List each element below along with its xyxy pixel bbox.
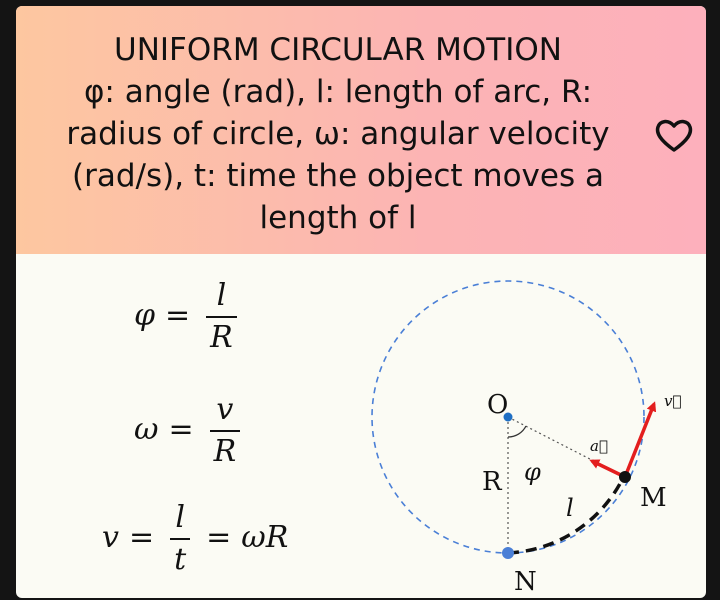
- label-R: R: [482, 467, 503, 497]
- fraction-bar: [206, 316, 237, 318]
- card-header: UNIFORM CIRCULAR MOTION φ: angle (rad), …: [16, 6, 706, 254]
- label-M: M: [640, 483, 667, 513]
- traveled-arc: [507, 479, 624, 555]
- title-line: UNIFORM CIRCULAR MOTION: [114, 32, 562, 68]
- heart-outline-icon: [655, 119, 693, 152]
- formula-rhs: ωR: [241, 520, 289, 555]
- fraction-bar: [170, 538, 191, 540]
- point-N: [502, 547, 514, 559]
- numerator: l: [216, 278, 227, 313]
- equals-sign: =: [168, 412, 194, 447]
- label-O: O: [487, 390, 508, 420]
- circular-motion-diagram: O N M R φ l a⃗ v⃗: [371, 280, 681, 597]
- label-angle: φ: [524, 458, 541, 486]
- denominator: R: [213, 434, 237, 469]
- fraction-bar: [209, 430, 241, 432]
- lesson-card: UNIFORM CIRCULAR MOTION φ: angle (rad), …: [16, 6, 706, 598]
- denominator: R: [210, 320, 233, 355]
- label-acceleration: a⃗: [590, 437, 608, 455]
- radius-line-OM: [507, 416, 626, 478]
- denominator: t: [174, 542, 187, 577]
- numerator: v: [216, 392, 234, 427]
- formula-lhs: v: [102, 520, 119, 555]
- equals-sign: =: [165, 298, 191, 333]
- title-line: radius of circle, ω: angular velocity: [66, 116, 610, 152]
- formula-lhs: ω: [134, 412, 159, 447]
- label-arc-length: l: [566, 494, 574, 522]
- label-N: N: [514, 567, 537, 597]
- formula-lhs: φ: [134, 298, 156, 333]
- favorite-button[interactable]: [652, 114, 696, 158]
- equals-sign: =: [206, 520, 232, 555]
- point-O: [503, 412, 513, 422]
- acceleration-vector: [589, 459, 626, 479]
- label-velocity: v⃗: [664, 392, 681, 410]
- title-line: length of l: [259, 200, 417, 236]
- numerator: l: [175, 500, 185, 535]
- angle-arc: [507, 425, 527, 438]
- velocity-vector: [623, 401, 657, 478]
- equals-sign: =: [128, 520, 155, 555]
- title-line: (rad/s), t: time the object moves a: [72, 158, 604, 194]
- title-line: φ: angle (rad), l: length of arc, R:: [83, 74, 593, 110]
- point-M: [619, 471, 631, 483]
- card-title: UNIFORM CIRCULAR MOTION φ: angle (rad), …: [38, 29, 638, 239]
